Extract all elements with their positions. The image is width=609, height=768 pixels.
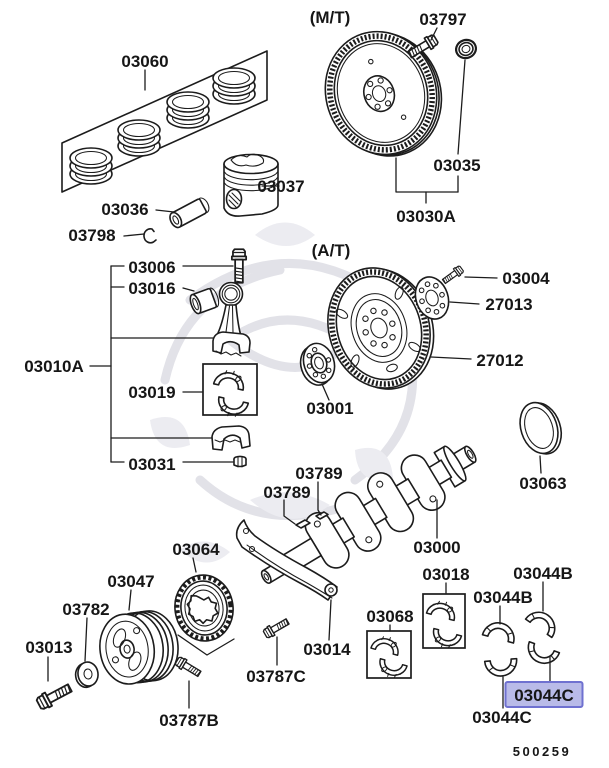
crank-key-drawing xyxy=(295,511,329,529)
drive-plate-drawing xyxy=(327,267,435,390)
part-label-03018[interactable]: 03018 xyxy=(422,565,469,584)
selected-part-highlight[interactable]: 03044C xyxy=(504,681,584,708)
main-bearing-box-03068 xyxy=(366,630,412,682)
connecting-rod-drawing xyxy=(212,281,251,357)
part-label-03010a[interactable]: 03010A xyxy=(24,357,84,376)
bolt-03787c-drawing xyxy=(261,615,292,640)
part-label-03000[interactable]: 03000 xyxy=(413,538,460,557)
part-label-03016[interactable]: 03016 xyxy=(128,279,175,298)
bolt-03787b-drawing xyxy=(173,655,203,680)
part-label-03064[interactable]: 03064 xyxy=(172,540,220,559)
pulley-bolt-drawing xyxy=(34,680,75,712)
part-label-03014[interactable]: 03014 xyxy=(303,640,351,659)
part-label-03019[interactable]: 03019 xyxy=(128,383,175,402)
adapter-plate-drawing xyxy=(414,276,450,320)
part-label-03797[interactable]: 03797 xyxy=(419,10,466,29)
snap-ring-drawing xyxy=(143,228,157,244)
part-label-03035[interactable]: 03035 xyxy=(433,156,480,175)
part-label-03004[interactable]: 03004 xyxy=(502,269,550,288)
part-label-03036[interactable]: 03036 xyxy=(101,200,148,219)
piston-pin-drawing xyxy=(169,197,210,229)
crank-pulley-drawing xyxy=(99,610,179,685)
variant-label-at: (A/T) xyxy=(312,241,351,260)
crank-spacer-drawing xyxy=(299,342,336,386)
piston-drawing xyxy=(223,153,279,217)
part-label-03001[interactable]: 03001 xyxy=(306,399,353,418)
part-label-03044b-b[interactable]: 03044B xyxy=(473,588,533,607)
part-label-03068[interactable]: 03068 xyxy=(366,607,413,626)
part-label-03013[interactable]: 03013 xyxy=(25,638,72,657)
rod-bearing-box-drawing xyxy=(202,363,258,421)
rod-cap-drawing xyxy=(211,425,251,468)
part-label-03063[interactable]: 03063 xyxy=(519,474,566,493)
part-label-03044c-highlighted: 03044C xyxy=(514,686,574,705)
part-label-03787b[interactable]: 03787B xyxy=(159,711,219,730)
leader-lines xyxy=(47,27,551,709)
drive-plate-bolt-drawing xyxy=(440,264,465,286)
baffle-plate-drawing xyxy=(235,519,338,601)
piston-ring-set-drawing xyxy=(61,50,268,193)
part-label-03044b-a[interactable]: 03044B xyxy=(513,564,573,583)
part-label-27013[interactable]: 27013 xyxy=(485,295,532,314)
crank-seal-drawing xyxy=(519,401,563,455)
pilot-bearing-drawing xyxy=(454,38,478,60)
part-label-03044c[interactable]: 03044C xyxy=(472,708,532,727)
variant-label-mt: (M/T) xyxy=(310,8,351,27)
part-label-03798[interactable]: 03798 xyxy=(68,226,115,245)
flywheel-mt-drawing xyxy=(324,30,443,157)
part-label-03047[interactable]: 03047 xyxy=(107,572,154,591)
part-label-03787c[interactable]: 03787C xyxy=(246,667,306,686)
part-label-03037[interactable]: 03037 xyxy=(257,177,304,196)
rod-bushing-drawing xyxy=(189,287,220,315)
part-label-03789a[interactable]: 03789 xyxy=(295,464,342,483)
thrust-washers-drawing xyxy=(481,605,562,679)
figure-code: 500259 xyxy=(513,744,571,759)
part-label-03789b[interactable]: 03789 xyxy=(263,483,310,502)
part-label-03006[interactable]: 03006 xyxy=(128,258,175,277)
part-label-03782[interactable]: 03782 xyxy=(62,600,109,619)
part-label-27012[interactable]: 27012 xyxy=(476,351,523,370)
part-label-03031[interactable]: 03031 xyxy=(128,455,175,474)
pulley-washer-drawing xyxy=(74,661,99,689)
part-label-03060[interactable]: 03060 xyxy=(121,52,168,71)
part-label-03030a[interactable]: 03030A xyxy=(396,207,456,226)
sensor-disc-drawing xyxy=(174,574,234,642)
main-bearing-box-03018 xyxy=(422,593,466,652)
